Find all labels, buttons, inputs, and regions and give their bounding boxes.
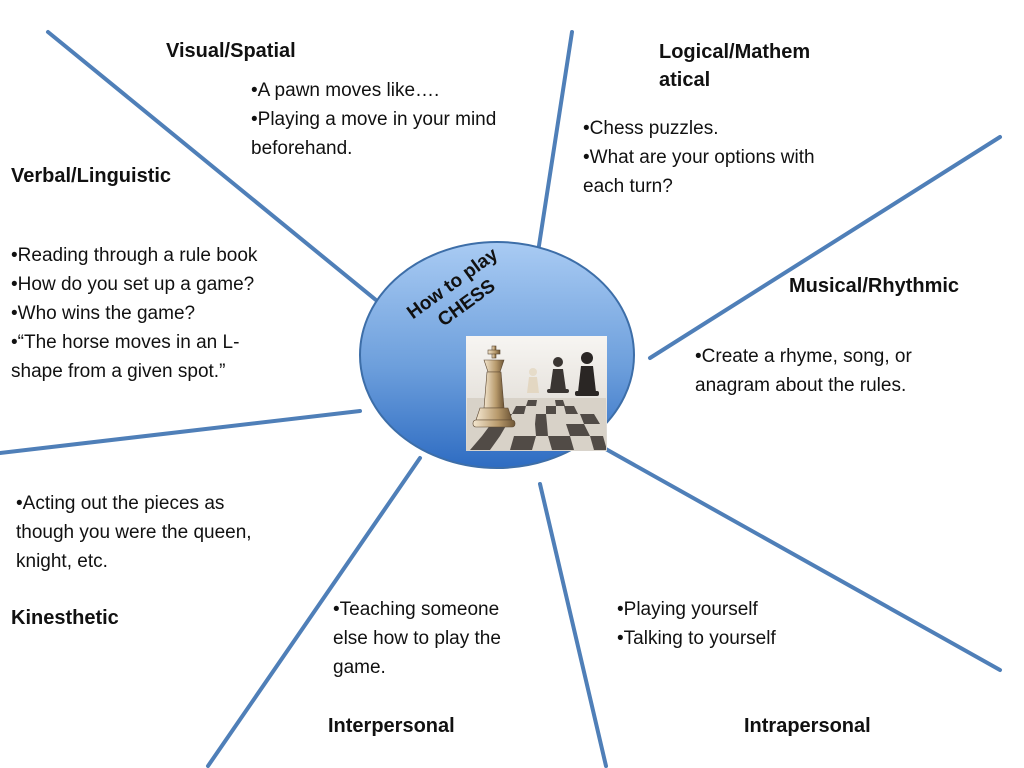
- list-item: •Teaching someone: [333, 599, 500, 620]
- list-item: •Reading through a rule book: [11, 245, 258, 266]
- list-item: else how to play the: [333, 628, 501, 649]
- verbal-linguistic-label: Verbal/Linguistic: [11, 165, 172, 187]
- interpersonal-items: •Teaching someone else how to play the g…: [333, 595, 501, 682]
- list-item: •Playing yourself: [617, 599, 758, 620]
- list-item: •Acting out the pieces as: [16, 493, 225, 514]
- spoke-musical: [648, 135, 1002, 360]
- list-item: anagram about the rules.: [695, 375, 907, 396]
- verbal-linguistic-items: •Reading through a rule book •How do you…: [11, 241, 257, 386]
- list-item: •How do you set up a game?: [11, 274, 255, 295]
- spoke-visual: [46, 30, 384, 307]
- list-item: •What are your options with: [583, 147, 815, 168]
- chess-pawn-icon: [527, 352, 599, 396]
- kinesthetic-label: Kinesthetic: [11, 607, 119, 629]
- spoke-intrapersonal-right: [602, 446, 1002, 672]
- list-item: •A pawn moves like….: [251, 80, 440, 101]
- intrapersonal-label: Intrapersonal: [744, 715, 871, 737]
- visual-spatial-items: •A pawn moves like…. •Playing a move in …: [251, 76, 496, 163]
- list-item: though you were the queen,: [16, 522, 252, 543]
- logical-label-line2: atical: [659, 69, 711, 91]
- kinesthetic-items: •Acting out the pieces as though you wer…: [16, 489, 252, 576]
- intrapersonal-items: •Playing yourself •Talking to yourself: [617, 595, 776, 653]
- interpersonal-label: Interpersonal: [328, 715, 455, 737]
- spoke-kinesthetic: [0, 409, 362, 455]
- spoke-interpersonal: [206, 456, 422, 768]
- musical-rhythmic-label: Musical/Rhythmic: [789, 275, 960, 297]
- spoke-intrapersonal: [538, 482, 608, 768]
- logical-label-line1: Logical/Mathem: [659, 41, 811, 63]
- list-item: •Who wins the game?: [11, 303, 196, 324]
- list-item: •Talking to yourself: [617, 628, 776, 649]
- list-item: •Chess puzzles.: [583, 118, 719, 139]
- list-item: •“The horse moves in an L-: [11, 332, 240, 353]
- spoke-logical: [536, 30, 574, 254]
- list-item: knight, etc.: [16, 551, 108, 572]
- list-item: beforehand.: [251, 138, 353, 159]
- list-item: •Create a rhyme, song, or: [695, 346, 912, 367]
- musical-rhythmic-items: •Create a rhyme, song, or anagram about …: [695, 342, 912, 400]
- chess-king-icon: [472, 345, 516, 428]
- logical-mathematical-label: Logical/Mathem atical: [659, 38, 810, 94]
- logical-mathematical-items: •Chess puzzles. •What are your options w…: [583, 114, 815, 201]
- list-item: shape from a given spot.”: [11, 361, 226, 382]
- list-item: game.: [333, 657, 386, 678]
- list-item: •Playing a move in your mind: [251, 109, 497, 130]
- list-item: each turn?: [583, 176, 673, 197]
- visual-spatial-label: Visual/Spatial: [166, 40, 296, 62]
- spokes: [0, 30, 1002, 768]
- chess-photo: [466, 336, 607, 451]
